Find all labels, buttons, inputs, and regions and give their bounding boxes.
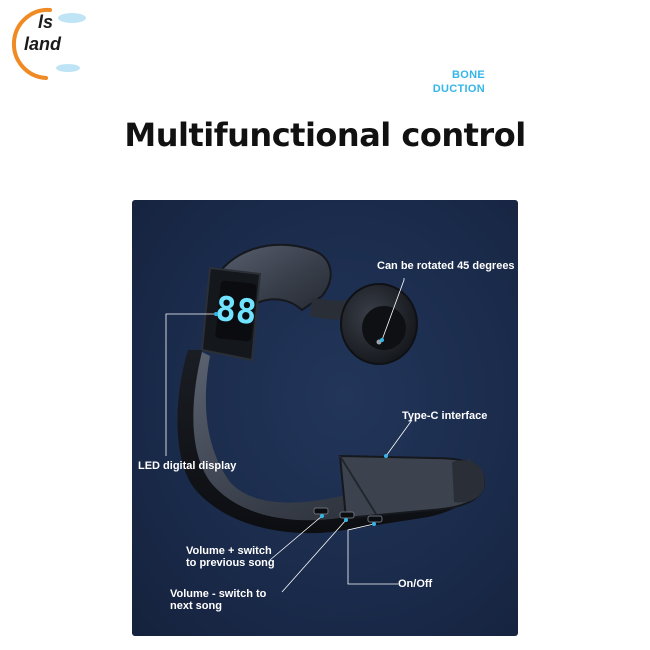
callout-line-typec (385, 419, 413, 457)
brand-tag-line1: BONE (452, 69, 485, 81)
callout-onoff: On/Off (398, 578, 433, 590)
brand-tag: BONE DUCTION (425, 68, 485, 96)
logo-ring-icon (11, 7, 86, 80)
callout-volume-up: Volume + switch to previous song (186, 545, 275, 569)
led-digits: 88 (214, 289, 259, 333)
logo-text-line1: ls (38, 12, 54, 32)
brand-logo: ls land (6, 4, 90, 80)
callout-volume-down: Volume - switch to next song (170, 588, 267, 612)
volume-up-button[interactable] (313, 507, 329, 515)
power-button[interactable] (367, 515, 383, 523)
callout-line-volup (269, 515, 323, 561)
callout-line-led (165, 313, 216, 456)
callout-line-onoff (347, 523, 398, 585)
volume-down-button[interactable] (339, 511, 355, 519)
callout-rotate: Can be rotated 45 degrees (377, 260, 515, 272)
product-panel: 88 Can be rotated 45 degrees Type-C inte (132, 200, 518, 636)
earphone-illustration: 88 (165, 243, 486, 593)
page-title: Multifunctional control (124, 116, 526, 154)
callout-line-voldown (281, 519, 347, 593)
brand-tag-line2: DUCTION (432, 83, 485, 95)
logo-text-line2: land (24, 34, 62, 54)
callout-typec: Type-C interface (402, 410, 488, 422)
callout-line-rotate (381, 278, 405, 341)
callout-led: LED digital display (138, 460, 237, 472)
